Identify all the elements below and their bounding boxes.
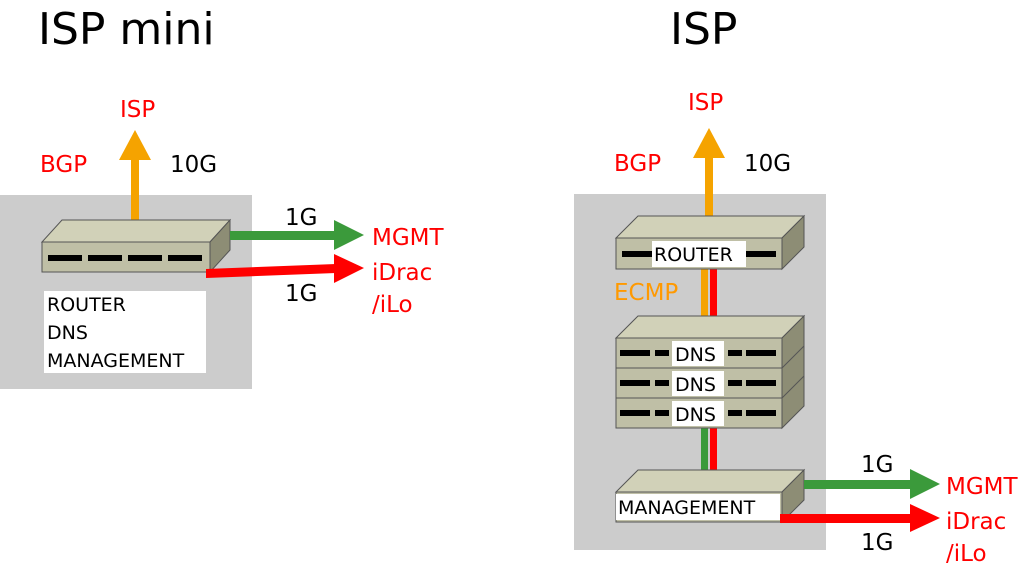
isp-title: ISP [670,4,737,55]
isp-section: ISP ISP BGP 10G ECMP ROUTER [574,4,1019,567]
isp-mini-device [40,218,232,274]
isp-mini-uplink-speed: 10G [170,152,217,178]
isp-mgmt-speed: 1G [861,452,893,478]
isp-router-label: ROUTER [654,244,733,266]
isp-dns-unit [615,367,783,399]
isp-mini-role: DNS [47,322,88,344]
isp-mini-roles-box [44,291,206,373]
isp-router-device [614,214,806,271]
isp-oob-target-line1: iDrac [946,509,1006,535]
isp-oob-speed: 1G [861,530,893,556]
isp-oob-arrow [780,504,940,532]
isp-mini-section: ISP mini ISP BGP 10G 1G MGM [0,4,445,389]
isp-mini-uplink-arrow [119,130,151,222]
isp-management-label: MANAGEMENT [618,497,756,519]
isp-dns-label: DNS [675,404,716,426]
isp-mini-mgmt-speed: 1G [285,205,317,231]
isp-protocol-label: BGP [614,151,661,177]
isp-mini-oob-speed: 1G [285,281,317,307]
isp-dns-stack [614,314,806,430]
isp-mini-title: ISP mini [38,4,215,55]
isp-uplink-speed: 10G [744,151,791,177]
isp-dns-label: DNS [675,374,716,396]
isp-mini-mgmt-arrow [230,220,364,250]
isp-mini-protocol-label: BGP [40,152,87,178]
isp-mini-oob-target-line2: /iLo [372,292,413,318]
isp-mini-role: MANAGEMENT [47,350,185,372]
isp-ecmp-links [701,268,717,470]
isp-dns-label: DNS [675,344,716,366]
isp-oob-target-line2: /iLo [946,541,987,567]
isp-management-device [614,468,806,524]
isp-mgmt-arrow [804,469,940,499]
isp-mini-oob-arrow [206,254,364,283]
isp-uplink-label: ISP [688,90,723,116]
isp-mini-oob-target-line1: iDrac [372,260,432,286]
isp-uplink-arrow [693,128,725,220]
isp-mini-mgmt-target: MGMT [372,225,445,251]
isp-mini-role: ROUTER [47,294,126,316]
isp-mgmt-target: MGMT [946,474,1019,500]
isp-dns-unit [615,397,783,429]
isp-ecmp-label: ECMP [614,280,678,306]
isp-mini-uplink-label: ISP [120,97,155,123]
